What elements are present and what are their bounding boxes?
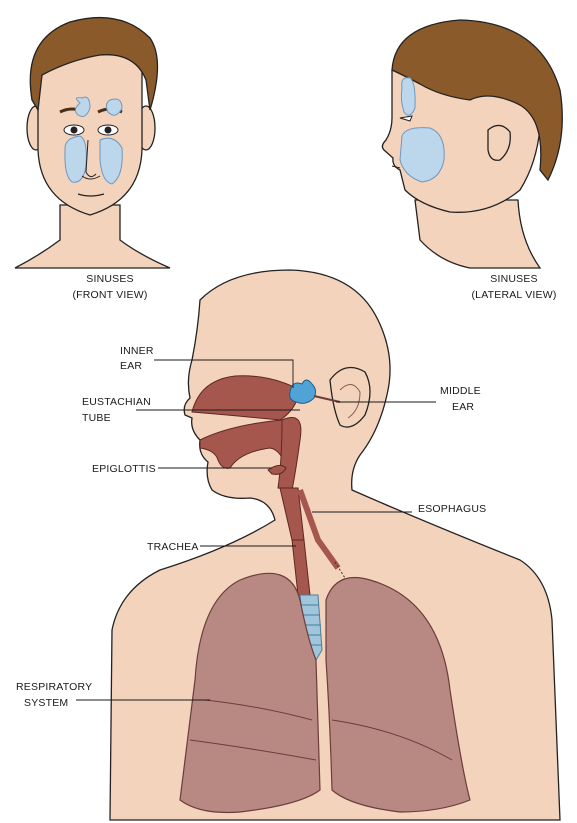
svg-text:MIDDLE: MIDDLE [440, 385, 481, 397]
caption-lateral-view-line2: (LATERAL VIEW) [471, 289, 556, 301]
front-view-head [15, 18, 170, 268]
svg-text:RESPIRATORY: RESPIRATORY [16, 681, 92, 693]
lateral-view-head [382, 20, 562, 268]
lateral-frontal-sinus [401, 78, 415, 115]
caption-lateral-view-line1: SINUSES [490, 273, 538, 285]
svg-text:EAR: EAR [452, 401, 474, 413]
caption-front-view-line1: SINUSES [86, 273, 134, 285]
svg-text:EPIGLOTTIS: EPIGLOTTIS [92, 463, 156, 475]
caption-front-view-line2: (FRONT VIEW) [72, 289, 147, 301]
svg-text:TRACHEA: TRACHEA [147, 541, 199, 553]
svg-text:SYSTEM: SYSTEM [24, 697, 68, 709]
svg-text:TUBE: TUBE [82, 412, 111, 424]
maxillary-sinus-left [65, 136, 87, 182]
svg-text:ESOPHAGUS: ESOPHAGUS [418, 503, 486, 515]
svg-text:EUSTACHIAN: EUSTACHIAN [82, 396, 151, 408]
svg-text:INNER: INNER [120, 345, 154, 357]
svg-text:EAR: EAR [120, 360, 142, 372]
frontal-sinus-left [75, 97, 90, 116]
